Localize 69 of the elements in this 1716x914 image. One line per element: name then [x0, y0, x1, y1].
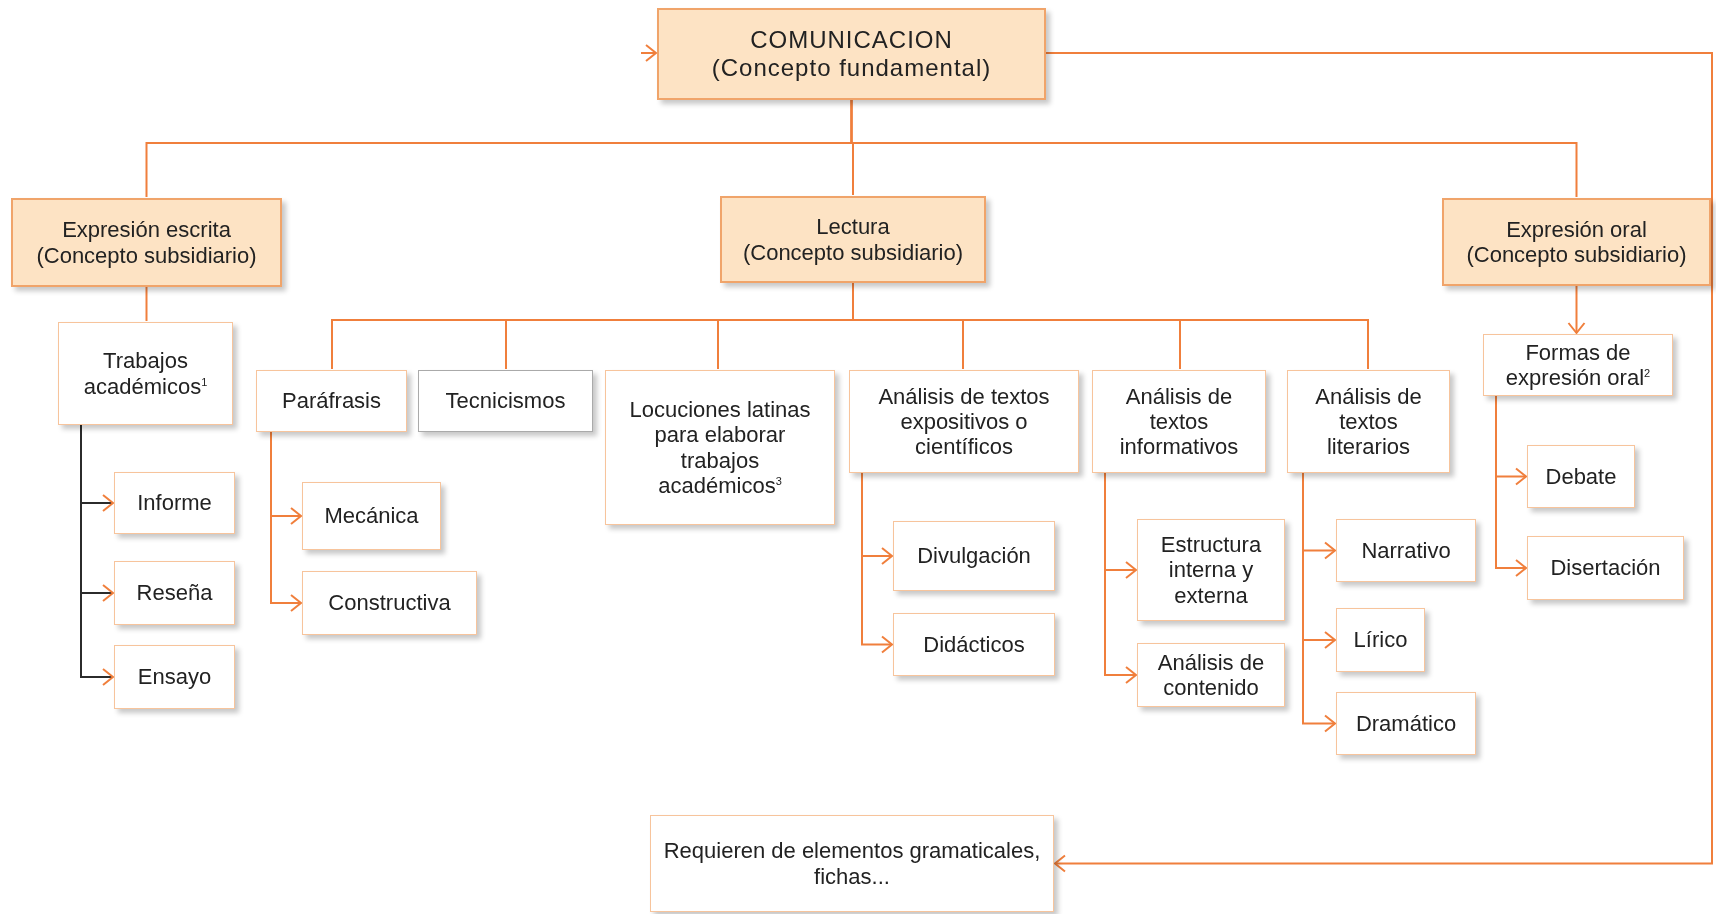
topic-box [1287, 370, 1450, 473]
topic-box [418, 370, 593, 432]
topic-box [1527, 536, 1684, 600]
node-label: Estructura interna y externa [1159, 532, 1263, 608]
topic-box [893, 613, 1055, 676]
concept-box [1442, 198, 1711, 286]
arrow [861, 472, 893, 654]
topic-box [1092, 370, 1266, 473]
concept-box [657, 8, 1046, 100]
arrow [270, 431, 302, 612]
arrow [80, 424, 114, 686]
topic-box [114, 472, 235, 534]
topic-box [58, 322, 233, 425]
connector-line [145, 286, 148, 322]
node-label: Análisis de textos expositivos o científicos [877, 383, 1051, 460]
topic-box [256, 370, 407, 432]
node-label: Didácticos [923, 631, 1025, 658]
arrow [1302, 472, 1336, 733]
node-label: Requieren de elementos gramaticales, fichas... [662, 838, 1042, 889]
topic-box [1336, 608, 1425, 672]
node-label: Constructiva [328, 590, 451, 616]
arrow [1495, 395, 1527, 577]
topic-box [849, 370, 1079, 473]
node-subtitle: (Concepto subsidiario) [742, 239, 964, 265]
node-label: Ensayo [137, 664, 212, 690]
node-label: Disertación [1550, 555, 1661, 581]
node-subtitle: (Concepto subsidiario) [1466, 242, 1687, 268]
arrow [1045, 52, 1713, 873]
node-label: Reseña [136, 580, 213, 606]
topic-box [605, 370, 835, 525]
node-label: Formas de expresión oral$^{2}$ [1504, 339, 1652, 391]
node-label: Mecánica [324, 503, 419, 529]
topic-box [1483, 334, 1673, 396]
arrow [1104, 472, 1137, 684]
topic-box [1527, 445, 1635, 508]
node-label: Lectura [816, 214, 890, 240]
node-label: Expresión escrita [62, 217, 231, 243]
node-label: Lírico [1353, 627, 1408, 653]
node-label: Locuciones latinas para elaborar trabajos académicos$^{3}$ [628, 396, 812, 499]
node-label: Paráfrasis [281, 388, 381, 414]
topic-box [1336, 519, 1476, 582]
topic-box [302, 482, 441, 550]
arrow [1567, 285, 1586, 334]
node-label: COMUNICACION [750, 26, 953, 54]
arrow [640, 44, 657, 62]
node-label: Análisis de textos informativos [1118, 383, 1240, 460]
node-subtitle: (Concepto fundamental) [711, 54, 992, 82]
topic-box [650, 815, 1054, 912]
topic-box [1137, 643, 1285, 707]
node-label: Divulgación [917, 543, 1031, 569]
node-label: Trabajos académicos$^{1}$ [82, 348, 209, 399]
connector-line [850, 99, 1578, 198]
concept-box [720, 196, 986, 283]
node-label: Narrativo [1361, 537, 1451, 564]
node-label: Debate [1545, 463, 1617, 490]
topic-box [114, 645, 235, 709]
node-label: Tecnicismos [445, 388, 566, 414]
node-label: Expresión oral [1506, 216, 1647, 242]
node-subtitle: (Concepto subsidiario) [36, 242, 257, 268]
node-label: Dramático [1355, 710, 1457, 737]
topic-box [893, 521, 1055, 591]
concept-box [11, 198, 282, 287]
topic-box [1137, 519, 1285, 621]
node-label: Análisis de contenido [1156, 649, 1266, 701]
node-label: Análisis de textos literarios [1314, 383, 1423, 460]
topic-box [302, 571, 477, 635]
node-label: Informe [137, 490, 212, 516]
topic-box [114, 561, 235, 625]
topic-box [1336, 692, 1476, 755]
